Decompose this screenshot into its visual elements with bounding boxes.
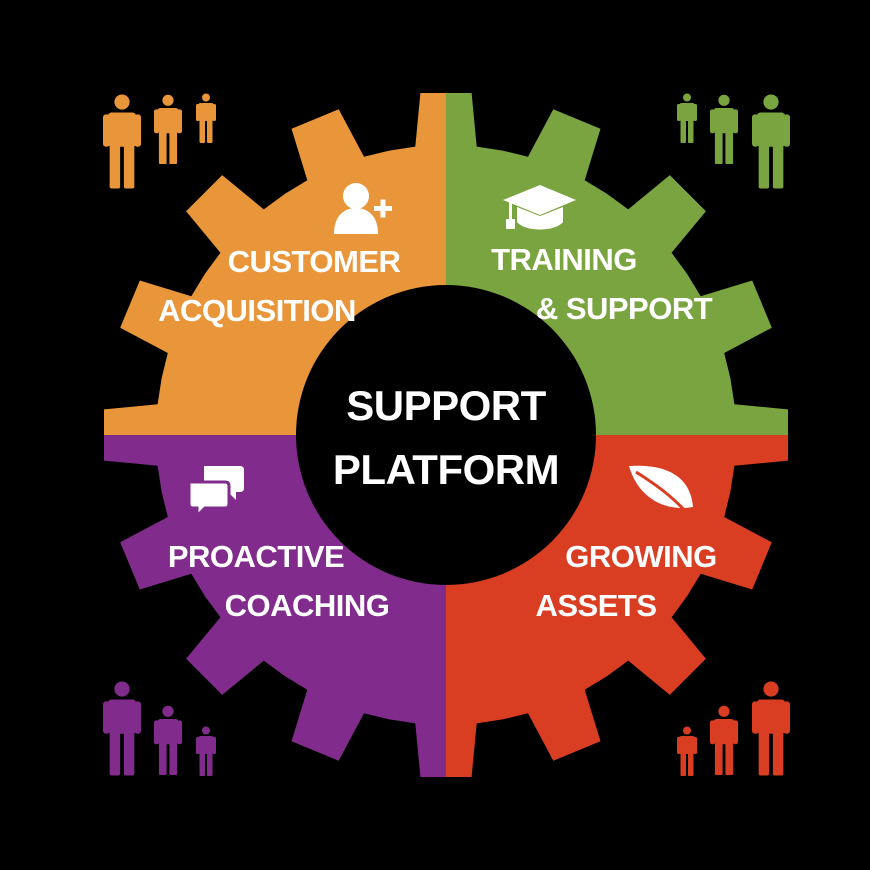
person-icon <box>196 93 216 143</box>
people-group-top-right <box>677 93 790 189</box>
training-support-label-line2: & SUPPORT <box>536 291 713 326</box>
person-icon <box>103 681 141 776</box>
person-icon <box>196 726 216 776</box>
person-icon <box>103 94 141 189</box>
person-icon <box>752 681 790 776</box>
growing-assets-label-line2: ASSETS <box>535 588 656 623</box>
leaf-icon <box>629 465 693 515</box>
person-icon <box>677 93 697 143</box>
center-title-line1: SUPPORT <box>346 382 546 429</box>
center-hub <box>296 285 596 585</box>
add-user-icon <box>334 183 392 234</box>
person-icon <box>710 705 738 775</box>
people-group-bottom-left <box>103 681 216 776</box>
customer-acquisition-label-line1: CUSTOMER <box>228 244 401 279</box>
growing-assets-label-line1: GROWING <box>565 539 717 574</box>
person-icon <box>154 705 182 775</box>
person-icon <box>154 94 182 164</box>
customer-acquisition-label-line2: ACQUISITION <box>158 293 356 328</box>
graduation-cap-icon <box>503 185 576 230</box>
training-support-label-line1: TRAINING <box>491 242 637 277</box>
proactive-coaching-label-line2: COACHING <box>225 588 390 623</box>
people-group-bottom-right <box>677 681 790 776</box>
person-icon <box>710 94 738 164</box>
person-icon <box>677 726 697 776</box>
people-group-top-left <box>103 93 216 189</box>
proactive-coaching-label-line1: PROACTIVE <box>168 539 344 574</box>
person-icon <box>752 94 790 189</box>
center-title-line2: PLATFORM <box>333 446 559 493</box>
chat-bubbles-icon <box>187 466 244 520</box>
